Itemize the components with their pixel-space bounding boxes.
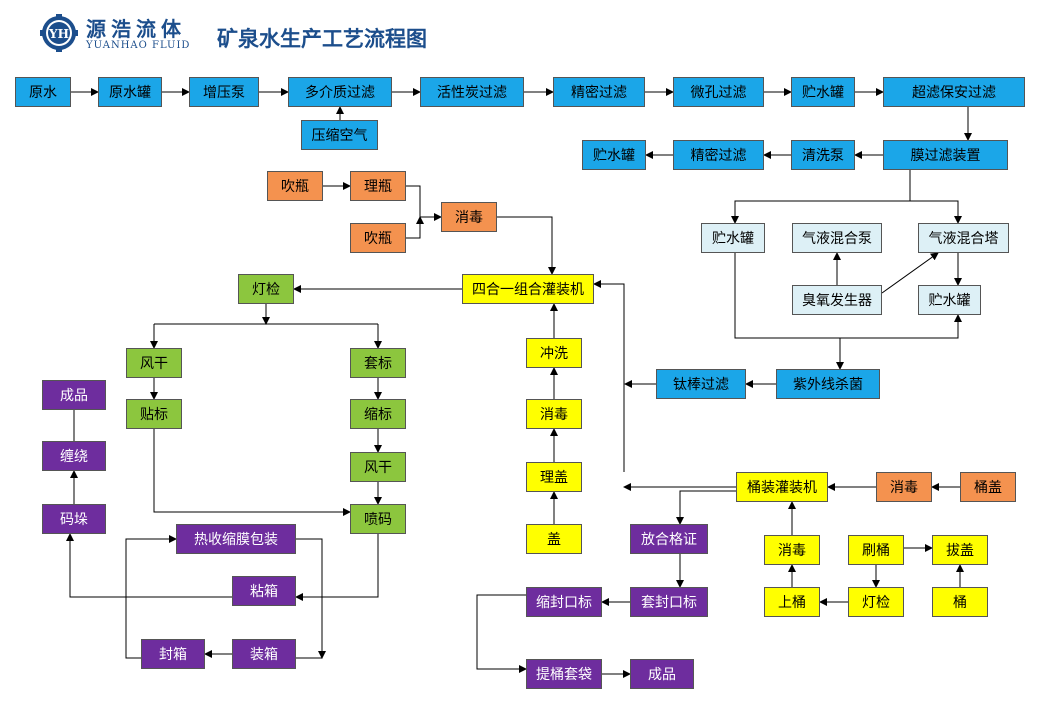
node-chengpin2: 成品 [630,659,694,689]
node-tong: 桶 [932,587,988,617]
svg-text:YH: YH [48,27,69,41]
node-suobiao: 缩标 [350,399,406,429]
node-dengjian1: 灯检 [238,274,294,304]
node-tongzhuang: 桶装灌装机 [736,472,828,502]
flow-arrow [593,280,625,472]
node-titong: 提桶套袋 [526,659,602,689]
node-moguolv: 膜过滤装置 [883,140,1008,170]
node-shangtong: 上桶 [764,587,820,617]
node-taobiao: 套标 [350,348,406,378]
flow-arrow [497,216,556,275]
node-chongxi: 冲洗 [526,338,582,368]
node-taofeng: 套封口标 [630,587,708,617]
flow-arrow [910,200,962,224]
node-chuiping2: 吹瓶 [350,223,406,253]
flow-arrow [734,253,962,339]
node-jingmi2: 精密过滤 [673,140,764,170]
flow-arrow [731,170,911,224]
node-qiyeta: 气液混合塔 [918,223,1009,253]
node-suofeng: 缩封口标 [526,587,602,617]
node-shuatong: 刷桶 [848,535,904,565]
node-ligai: 理盖 [526,462,582,492]
node-chanrao: 缠绕 [42,441,106,471]
node-jingmi1: 精密过滤 [553,77,645,107]
flow-arrow [66,533,232,598]
logo-english-name: YUANHAO FLUID [86,40,191,51]
node-dengjian2: 灯检 [848,587,904,617]
yuanhao-logo-icon: YH [40,14,78,52]
node-yuanshuiguan: 原水罐 [98,77,162,107]
node-zhushuiguan2: 贮水罐 [582,140,646,170]
node-ziwaixian: 紫外线杀菌 [776,369,880,399]
node-yasuokongqi: 压缩空气 [301,120,378,150]
node-chuiping1: 吹瓶 [267,171,323,201]
flow-arrow [676,490,736,525]
logo-chinese-name: 源浩流体 [86,17,186,41]
node-maduo: 码垛 [42,504,106,534]
node-qingxibeng: 清洗泵 [791,140,855,170]
node-zhuangxiang: 装箱 [232,639,296,669]
node-tonggai: 桶盖 [960,472,1016,502]
flow-arrow [881,252,939,294]
flow-arrow [406,216,424,239]
node-penma: 喷码 [350,504,406,534]
node-taibang: 钛棒过滤 [656,369,746,399]
node-weikong: 微孔过滤 [673,77,764,107]
node-liping: 理瓶 [350,171,406,201]
flow-arrow [476,594,527,673]
node-fengxiang: 封箱 [141,639,205,669]
flow-arrow [296,538,323,659]
node-huoxingtan: 活性炭过滤 [420,77,524,107]
node-zhushuiguan3: 贮水罐 [701,223,765,253]
node-xiaodu4: 消毒 [764,535,820,565]
node-duojiezhi: 多介质过滤 [288,77,392,107]
node-tiebiao: 贴标 [126,399,182,429]
node-fanghe: 放合格证 [630,524,708,554]
flow-arrow [153,429,351,516]
node-zhanxiang: 粘箱 [232,576,296,606]
node-zhushuiguan1: 贮水罐 [791,77,855,107]
flow-arrow [406,185,442,221]
node-bagai: 拔盖 [932,535,988,565]
node-chaolv: 超滤保安过滤 [883,77,1025,107]
node-zhushuiguan4: 贮水罐 [918,285,981,315]
node-chouyang: 臭氧发生器 [792,285,882,315]
node-xiaodu1: 消毒 [441,202,497,232]
node-gai: 盖 [526,524,582,554]
node-fenggan1: 风干 [126,348,182,378]
flow-arrow [125,535,177,659]
node-xiaodu3: 消毒 [876,472,932,502]
node-chengpin1: 成品 [42,380,106,410]
node-reshousuo: 热收缩膜包装 [176,524,296,554]
node-fenggan2: 风干 [350,452,406,482]
node-qiyebeng: 气液混合泵 [792,223,882,253]
node-zengyabeng: 增压泵 [189,77,259,107]
flow-connectors [66,88,972,678]
node-yuanshui: 原水 [15,77,71,107]
flow-arrow [295,534,379,601]
page-title: 矿泉水生产工艺流程图 [217,27,427,51]
node-xiaodu2: 消毒 [526,399,582,429]
node-sihe1: 四合一组合灌装机 [462,274,594,304]
